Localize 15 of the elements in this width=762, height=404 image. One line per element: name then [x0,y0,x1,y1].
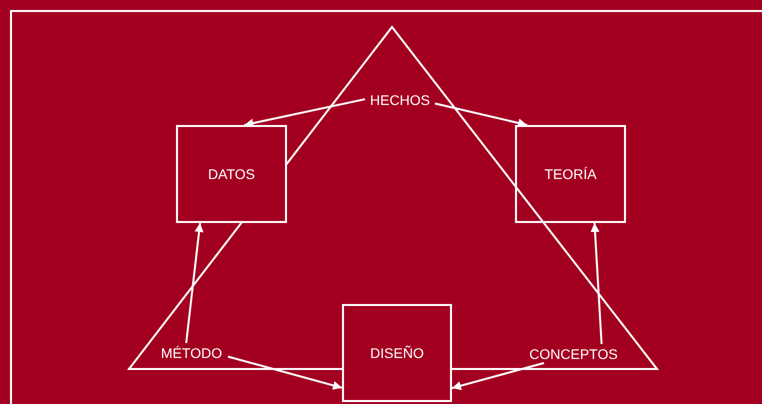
concept-label: HECHOS [370,92,430,108]
concept-box [342,304,452,402]
box-label: TEORÍA [544,166,597,182]
box-label: DATOS [208,166,255,182]
concept-label: CONCEPTOS [529,346,618,362]
arrow [590,222,603,344]
arrow [228,356,342,390]
arrow [244,98,366,128]
box-label: DISEÑO [370,345,424,361]
arrow [452,362,544,390]
concept-label: MÉTODO [160,344,222,360]
concept-box [176,125,287,223]
arrow [434,102,528,128]
arrow [185,222,204,344]
concept-box [515,125,626,223]
